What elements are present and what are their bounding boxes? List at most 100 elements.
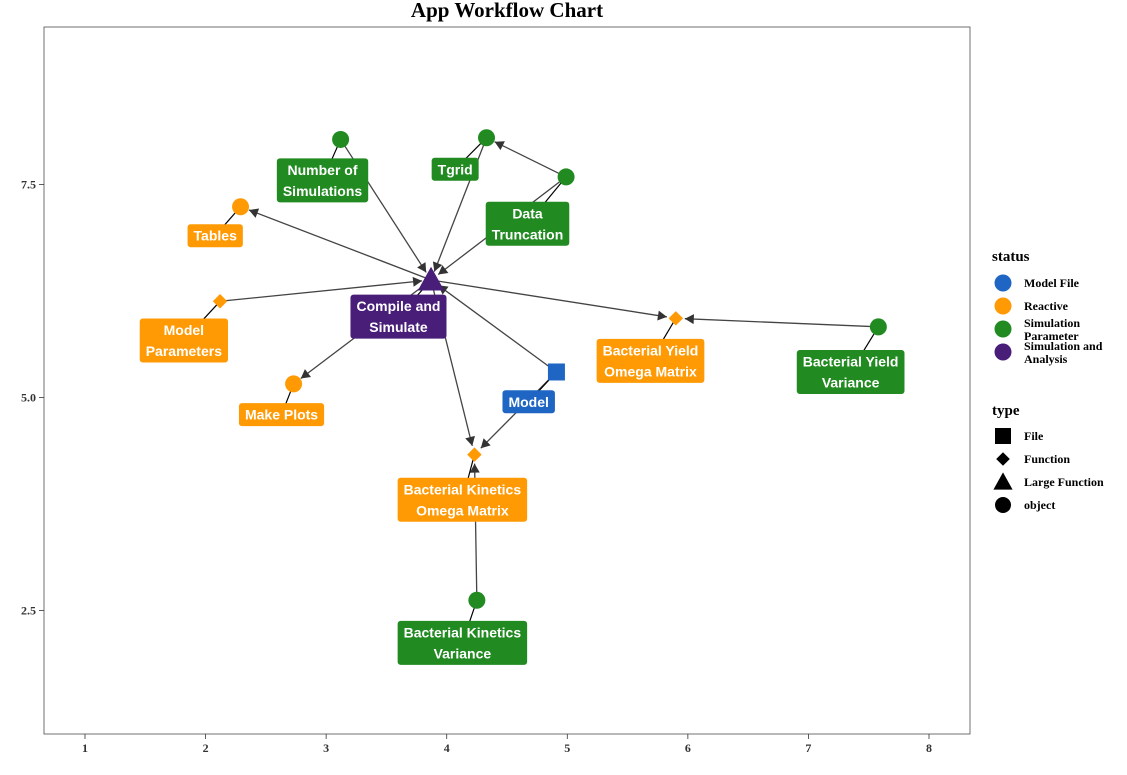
node-makeplots — [285, 375, 303, 393]
label-box — [276, 158, 369, 203]
label-text: Model — [164, 322, 204, 338]
arrowhead — [432, 261, 443, 272]
node-modelparams — [212, 294, 228, 309]
label-text: Make Plots — [245, 407, 318, 423]
label-box — [350, 294, 447, 339]
label-text: Truncation — [492, 226, 564, 242]
legend-status-label: Reactive — [1024, 299, 1069, 313]
label-box — [238, 403, 325, 427]
legend-status-label: Model File — [1024, 276, 1080, 290]
x-tick-label: 1 — [82, 741, 88, 755]
label-text: Bacterial Yield — [603, 342, 699, 358]
arrowhead — [465, 435, 475, 446]
x-tick-label: 5 — [564, 741, 570, 755]
edge-modelparams-to-compile — [219, 280, 423, 302]
label-text: Bacterial Kinetics — [404, 481, 522, 497]
label-text: Simulations — [283, 183, 363, 199]
node-label-makeplots: Make Plots — [238, 403, 325, 427]
arrowhead — [469, 463, 480, 473]
label-box — [502, 390, 555, 414]
arrowhead — [248, 208, 260, 218]
label-text: Tables — [194, 228, 238, 244]
arrowhead — [684, 314, 694, 325]
arrowhead — [438, 265, 449, 275]
label-box — [187, 224, 243, 248]
node-label-tables: Tables — [187, 224, 243, 248]
node-model — [547, 363, 565, 381]
label-text: Number of — [288, 162, 358, 178]
legend-status-key — [994, 343, 1012, 361]
legend-status-key — [994, 320, 1012, 338]
node-tables — [232, 198, 250, 216]
x-tick-label: 2 — [203, 741, 209, 755]
arrowhead — [300, 369, 311, 379]
label-box — [796, 349, 905, 394]
legend-diamond-icon — [996, 452, 1010, 466]
label-text: Variance — [434, 645, 492, 661]
legend-status-key — [994, 274, 1012, 292]
node-bkvar — [468, 591, 486, 609]
node-numsim — [332, 130, 350, 148]
legend-type-label: object — [1024, 498, 1055, 512]
x-tick-label: 7 — [805, 741, 811, 755]
legend-triangle-icon — [993, 472, 1013, 490]
label-box — [431, 157, 479, 181]
arrowhead — [417, 262, 427, 273]
y-tick-label: 2.5 — [21, 603, 36, 617]
label-text: Omega Matrix — [604, 363, 697, 379]
legend-type-label: Large Function — [1024, 475, 1104, 489]
label-box — [397, 620, 528, 665]
x-tick-label: 6 — [685, 741, 691, 755]
label-text: Model — [508, 394, 548, 410]
label-text: Compile and — [356, 298, 440, 314]
node-tgrid — [478, 129, 496, 147]
node-datatrunc — [557, 168, 575, 186]
x-tick-label: 8 — [926, 741, 932, 755]
arrowhead — [657, 310, 667, 321]
arrowhead — [494, 141, 505, 151]
node-compile — [417, 266, 445, 291]
node-byomega — [668, 311, 684, 326]
legend-status-key — [994, 297, 1012, 315]
node-layer — [212, 129, 887, 609]
arrowhead — [480, 438, 491, 449]
legend-status-title: status — [992, 249, 1030, 265]
label-box — [596, 338, 705, 383]
label-text: Variance — [822, 374, 880, 390]
label-box — [139, 318, 229, 363]
label-box — [485, 201, 570, 246]
x-tick-label: 3 — [323, 741, 329, 755]
edge-datatrunc-to-tgrid — [494, 141, 567, 178]
edge-compile-to-tables — [248, 209, 432, 281]
node-label-model: Model — [502, 390, 555, 414]
node-bkomega — [467, 447, 482, 462]
legend-type-title: type — [992, 403, 1020, 419]
y-tick-label: 7.5 — [21, 178, 36, 192]
legend-type-label: Function — [1024, 452, 1070, 466]
legend-square-icon — [995, 428, 1011, 444]
edge-byvar-to-byomega — [684, 318, 879, 328]
label-text: Omega Matrix — [416, 502, 509, 518]
label-box — [397, 477, 528, 522]
x-tick-label: 4 — [444, 741, 450, 755]
y-axis: 2.55.07.5 — [21, 178, 44, 617]
arrowhead — [412, 276, 423, 287]
x-axis: 1 2 3 4 5 6 7 8 — [82, 734, 932, 755]
label-text: Bacterial Yield — [803, 353, 899, 369]
label-text: Bacterial Kinetics — [404, 624, 522, 640]
label-text: Tgrid — [438, 161, 473, 177]
node-byvar — [869, 318, 887, 336]
label-text: Data — [512, 205, 543, 221]
node-label-numsim: Number of Simulations — [276, 158, 369, 203]
